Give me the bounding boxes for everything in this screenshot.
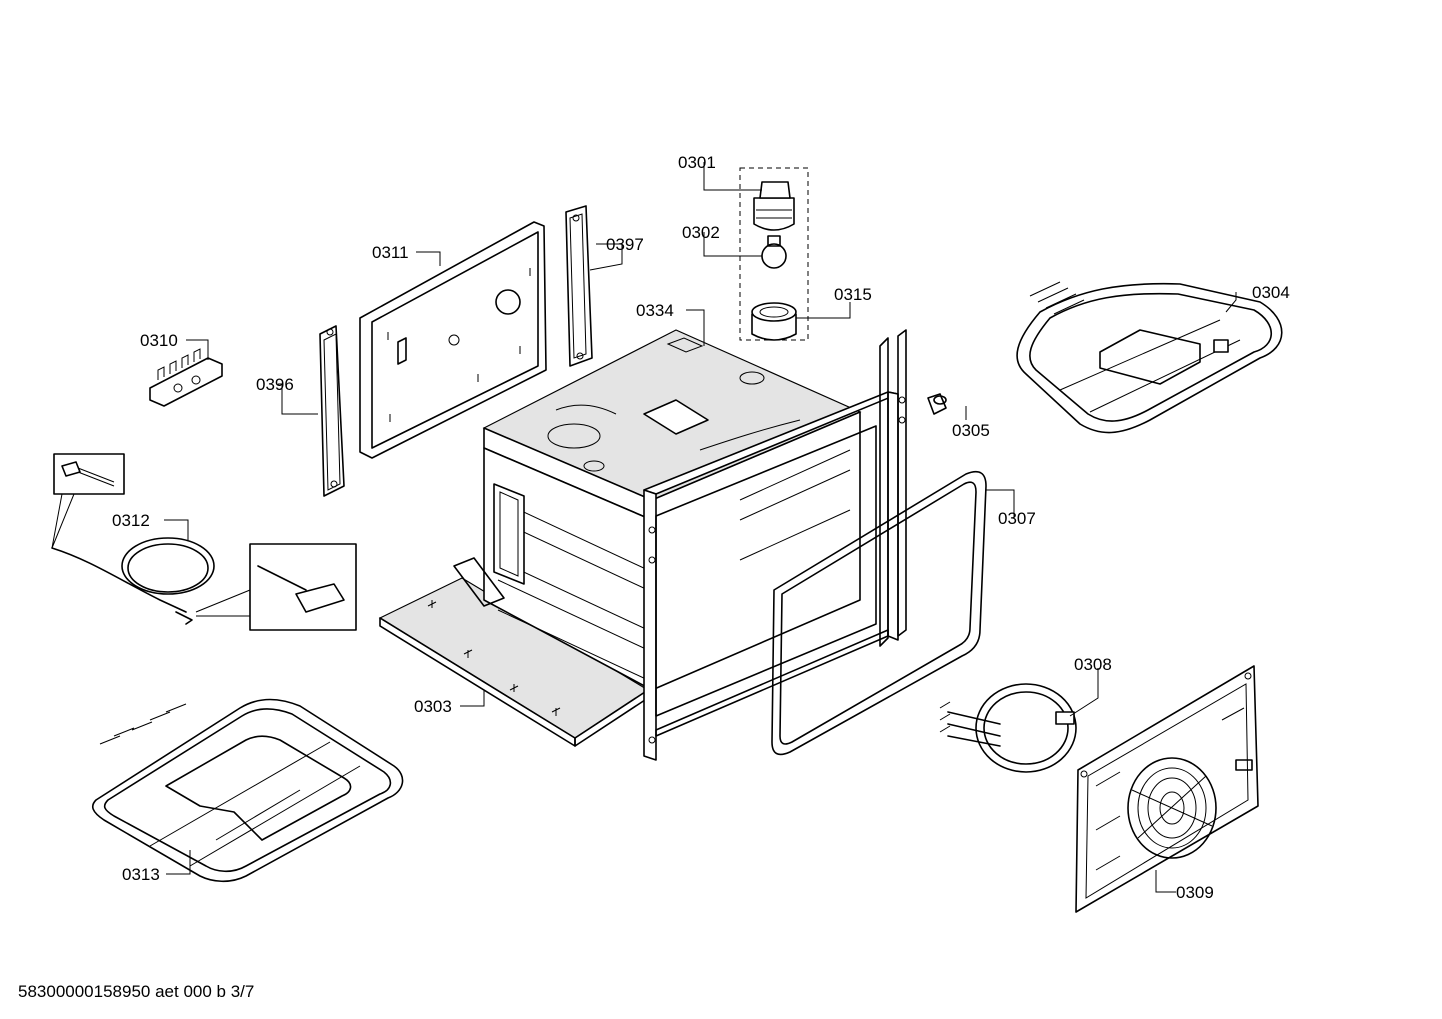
part-0315-lamp-cover <box>751 302 797 341</box>
oven-front-frame <box>453 329 907 761</box>
part-0310-terminal-block <box>149 348 223 407</box>
label-0396: 0396 <box>256 375 294 394</box>
label-0304: 0304 <box>1252 283 1290 302</box>
part-0309-fan-cover-panel <box>1075 665 1259 913</box>
part-0397-right-rail <box>565 205 593 367</box>
part-0303-bottom-plate <box>378 577 650 747</box>
part-0308-circular-heating-element <box>939 683 1077 773</box>
document-reference: 58300000158950 aet 000 b 3/7 <box>18 982 255 1001</box>
label-0311: 0311 <box>372 243 409 262</box>
part-0304-top-heating-element <box>1016 281 1283 434</box>
part-0311-back-panel <box>359 221 547 459</box>
leader-lines <box>164 162 1237 893</box>
part-0312-sensor-cable <box>51 453 357 631</box>
label-0303: 0303 <box>414 697 452 716</box>
label-0310: 0310 <box>140 331 178 350</box>
part-0305-small-part <box>927 393 947 415</box>
label-0308: 0308 <box>1074 655 1112 674</box>
part-labels: 0301 0302 0315 0334 0311 0397 0310 0396 … <box>112 153 1290 902</box>
label-0315: 0315 <box>834 285 872 304</box>
label-0334: 0334 <box>636 301 674 320</box>
label-0397: 0397 <box>606 235 644 254</box>
part-0396-left-rail <box>319 325 345 497</box>
label-0307: 0307 <box>998 509 1036 528</box>
part-0302-lamp-bulb <box>761 235 787 269</box>
label-0301: 0301 <box>678 153 716 172</box>
label-0312: 0312 <box>112 511 150 530</box>
label-0302: 0302 <box>682 223 720 242</box>
label-0305: 0305 <box>952 421 990 440</box>
part-0313-bottom-heating-element <box>91 698 404 883</box>
part-0307-door-seal <box>771 470 987 756</box>
label-0309: 0309 <box>1176 883 1214 902</box>
label-0313: 0313 <box>122 865 160 884</box>
